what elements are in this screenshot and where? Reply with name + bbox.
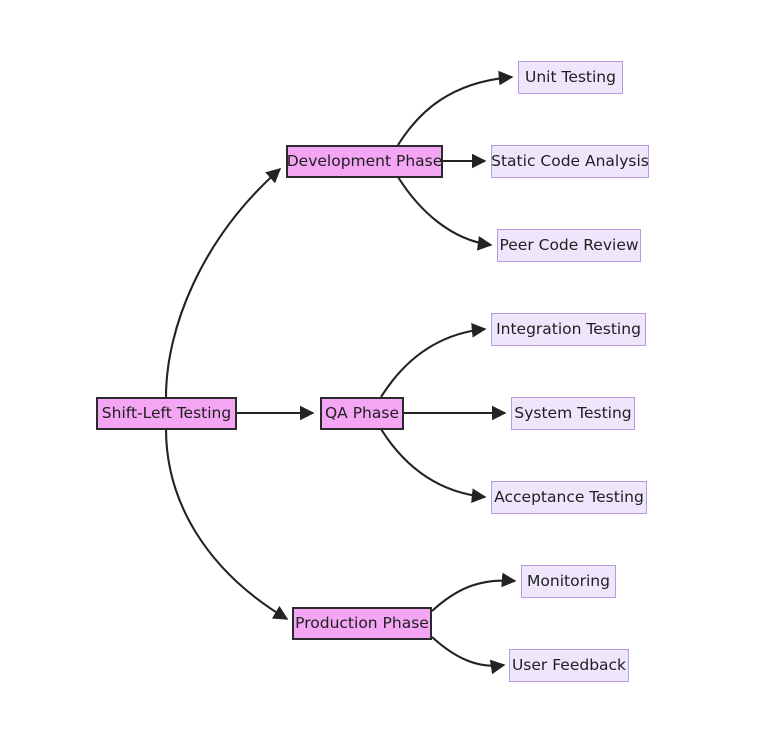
node-label: Development Phase: [286, 151, 443, 170]
node-label: User Feedback: [511, 655, 627, 674]
node-label: Unit Testing: [525, 67, 616, 86]
node-label: Shift-Left Testing: [101, 403, 232, 422]
edge-root-to-development: [164, 168, 282, 398]
node-shift-left-testing[interactable]: Shift-Left Testing: [96, 397, 237, 430]
node-label: Integration Testing: [496, 319, 641, 338]
edge-qa-to-integration-testing: [380, 323, 487, 398]
node-integration-testing[interactable]: Integration Testing: [491, 313, 646, 346]
edge-development-to-peer-code-review: [397, 176, 493, 251]
node-label: System Testing: [514, 403, 632, 422]
node-label: Production Phase: [295, 613, 429, 632]
node-monitoring[interactable]: Monitoring: [521, 565, 616, 598]
node-label: Peer Code Review: [499, 235, 639, 254]
node-label: Static Code Analysis: [491, 151, 649, 170]
edge-qa-to-acceptance-testing: [380, 428, 487, 503]
node-acceptance-testing[interactable]: Acceptance Testing: [491, 481, 647, 514]
edge-development-to-unit-testing: [397, 70, 514, 146]
node-static-code-analysis[interactable]: Static Code Analysis: [491, 145, 649, 178]
node-development-phase[interactable]: Development Phase: [286, 145, 443, 178]
edge-production-to-monitoring: [431, 572, 517, 612]
node-qa-phase[interactable]: QA Phase: [320, 397, 404, 430]
node-label: QA Phase: [324, 403, 399, 422]
node-peer-code-review[interactable]: Peer Code Review: [497, 229, 641, 262]
node-production-phase[interactable]: Production Phase: [292, 607, 432, 640]
node-label: Monitoring: [527, 571, 610, 590]
node-label: Acceptance Testing: [494, 487, 644, 506]
node-unit-testing[interactable]: Unit Testing: [518, 61, 623, 94]
edge-root-to-production: [164, 428, 289, 620]
node-system-testing[interactable]: System Testing: [511, 397, 635, 430]
node-user-feedback[interactable]: User Feedback: [509, 649, 629, 682]
edge-production-to-user-feedback: [431, 636, 506, 675]
